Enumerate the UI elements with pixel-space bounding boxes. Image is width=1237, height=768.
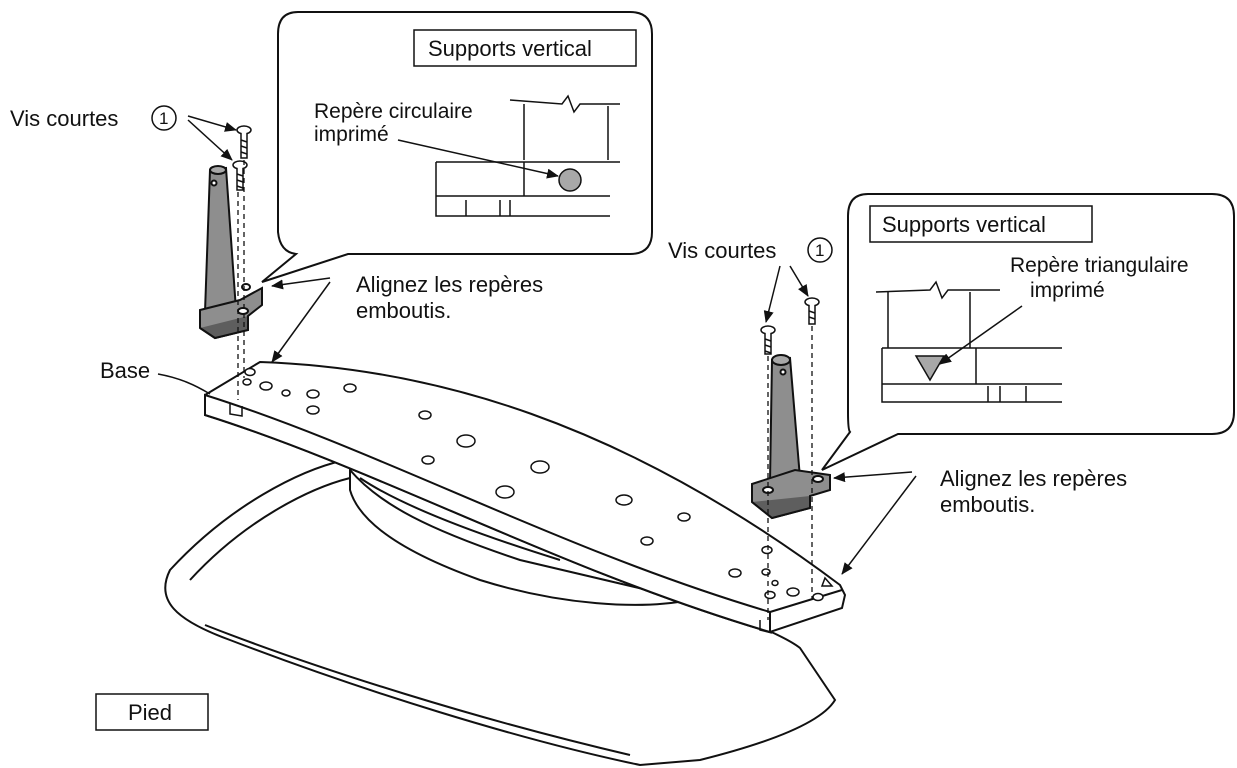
left-callout-note-line1: Repère circulaire [314, 100, 473, 123]
left-screws-leader-2 [187, 119, 233, 161]
left-align-label-line2: emboutis. [356, 298, 451, 323]
circular-mark [558, 168, 582, 192]
right-align-label-line1: Alignez les repères [940, 466, 1127, 491]
right-screws-label: Vis courtes [668, 238, 776, 263]
right-callout-note-line2: imprimé [1030, 279, 1105, 302]
base-leader [157, 373, 211, 395]
pied-foot [164, 458, 837, 767]
left-callout-detail [435, 94, 620, 217]
right-align-leader-2 [841, 475, 917, 575]
right-note-leader [939, 305, 1023, 365]
left-note-leader [397, 139, 559, 179]
base-label: Base [100, 358, 150, 383]
left-align-label-line1: Alignez les repères [356, 272, 543, 297]
left-screws-leader-1 [187, 115, 237, 132]
left-screws-item-circle [151, 105, 177, 131]
right-screws-item-number: 1 [815, 241, 824, 260]
left-support-post [199, 165, 263, 340]
base-plate [204, 360, 847, 634]
right-align-leader [833, 471, 913, 483]
triangular-mark [914, 355, 946, 382]
right-callout [821, 193, 1235, 471]
left-screws-label: Vis courtes [10, 106, 118, 131]
left-callout [261, 11, 653, 283]
right-screws-leader-2 [789, 265, 809, 297]
right-screws-leader-1 [763, 265, 781, 323]
right-callout-title-box [869, 205, 1093, 243]
pied-label: Pied [128, 700, 172, 725]
left-callout-title: Supports vertical [428, 36, 592, 61]
right-callout-detail [875, 280, 1062, 403]
left-screws [232, 125, 252, 191]
base-holes [242, 367, 834, 602]
right-callout-note-line1: Repère triangulaire [1010, 254, 1189, 277]
left-align-leader [271, 277, 331, 290]
left-align-leader-2 [271, 281, 331, 363]
right-dashed-guides [767, 326, 813, 620]
right-align-label-line2: emboutis. [940, 492, 1035, 517]
right-screws [760, 297, 820, 355]
pied-label-box [95, 693, 209, 731]
left-callout-note-line2: imprimé [314, 123, 389, 146]
left-screws-item-number: 1 [159, 109, 168, 128]
right-screws-item-circle [807, 237, 833, 263]
stand-neck [349, 467, 691, 606]
right-callout-title: Supports vertical [882, 212, 1046, 237]
right-support-post [751, 354, 831, 520]
left-callout-title-box [413, 29, 637, 67]
left-dashed-guides [237, 160, 245, 400]
